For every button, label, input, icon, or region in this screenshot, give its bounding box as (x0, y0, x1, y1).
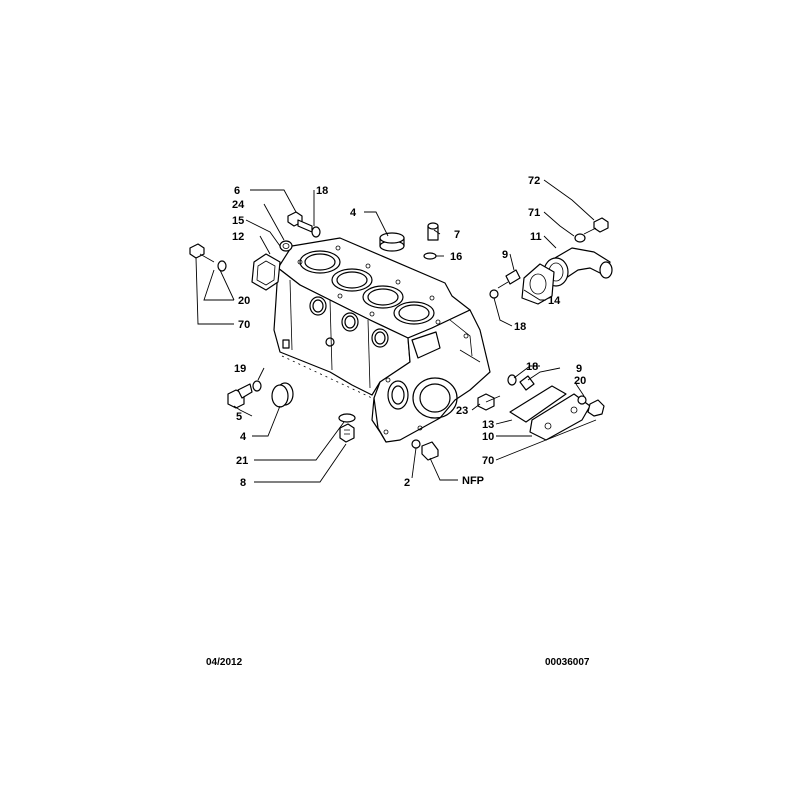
bushing-4-top (379, 232, 405, 252)
washer-21 (338, 413, 356, 423)
stud-9-top (489, 269, 521, 299)
bolt-6 (287, 211, 313, 233)
washer-18-lower (507, 374, 517, 386)
plug-nfp (421, 441, 439, 461)
bolt-23 (477, 393, 501, 411)
callout-10: 10 (482, 431, 494, 443)
callout-9-top: 9 (502, 249, 508, 261)
bolt-70-left (189, 243, 227, 272)
callout-18-right: 18 (514, 321, 526, 333)
callout-14: 14 (548, 295, 561, 307)
callout-13: 13 (482, 419, 494, 431)
callout-12: 12 (232, 231, 244, 243)
callout-16: 16 (450, 251, 462, 263)
plug-5 (227, 383, 253, 409)
washer-2 (411, 439, 421, 449)
leader-lines (195, 179, 597, 483)
dowel-7 (427, 222, 439, 241)
plug-24 (279, 240, 293, 252)
callout-6: 6 (234, 185, 240, 197)
callout-20-left: 20 (238, 295, 250, 307)
callout-70-right: 70 (482, 455, 494, 467)
callout-11: 11 (530, 231, 542, 243)
footer-reference: 00036007 (545, 657, 590, 668)
washer-19 (252, 380, 262, 392)
footer-date: 04/2012 (206, 657, 243, 668)
cylinder-block (273, 237, 491, 443)
callout-18-lower: 18 (526, 361, 538, 373)
callout-4-lower: 4 (240, 431, 247, 443)
callout-4-top: 4 (350, 207, 357, 219)
stud-9-lower (519, 375, 535, 391)
callout-nfp: NFP (462, 475, 484, 487)
callout-2: 2 (404, 477, 410, 489)
washer-71 (574, 233, 586, 243)
cover-10 (529, 393, 591, 441)
callout-19: 19 (234, 363, 246, 375)
callout-9-lower: 9 (576, 363, 582, 375)
bushing-4-lower (271, 382, 294, 408)
plug-8 (339, 423, 355, 443)
bolt-72 (583, 217, 609, 235)
callout-23: 23 (456, 405, 468, 417)
callout-24: 24 (232, 199, 245, 211)
callout-72: 72 (528, 175, 540, 187)
gasket-13 (509, 385, 567, 423)
callout-15: 15 (232, 215, 244, 227)
callout-21: 21 (236, 455, 248, 467)
cover-plate-12 (251, 253, 281, 291)
callout-70-left: 70 (238, 319, 250, 331)
callout-7: 7 (454, 229, 460, 241)
callout-8: 8 (240, 477, 246, 489)
washer-18-top (311, 226, 321, 238)
washer-20-right (577, 395, 587, 405)
callout-18: 18 (316, 185, 328, 197)
callout-5: 5 (236, 411, 242, 423)
o-ring-16 (423, 252, 437, 260)
callout-71: 71 (528, 207, 540, 219)
elbow-pipe-11 (543, 247, 613, 287)
bolt-70-right (587, 399, 605, 417)
callout-labels: 6 18 24 15 12 4 7 16 72 71 11 9 18 14 20… (232, 175, 586, 489)
callout-20-right: 20 (574, 375, 586, 387)
